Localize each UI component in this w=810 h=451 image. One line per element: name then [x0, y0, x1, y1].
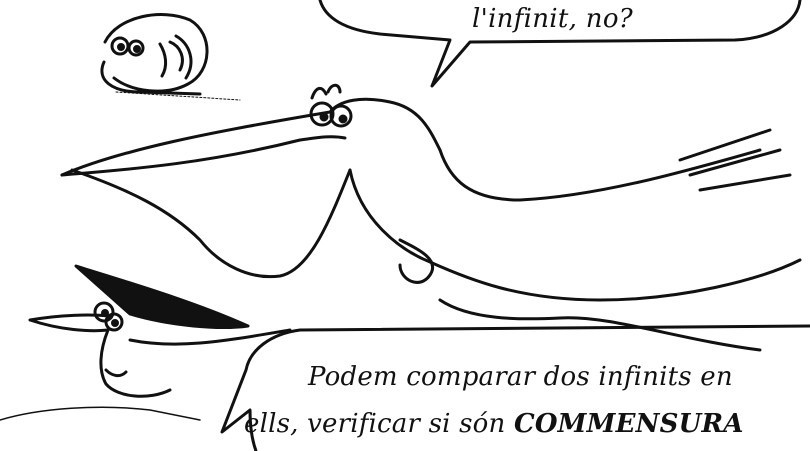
speech-bubble-bottom [220, 324, 810, 451]
speech-bubble-top [318, 0, 802, 88]
speech-text-top: l'infinit, no? [472, 4, 634, 34]
speech-text-bottom-line2: ells, verificar si són COMMENSURA [244, 409, 744, 439]
speech-text-bottom-line2-prefix: ells, verificar si són [244, 409, 514, 439]
speech-text-bottom-line1: Podem comparar dos infinits en [308, 362, 733, 392]
bird-big [60, 83, 802, 352]
bird-small [0, 264, 292, 421]
snail [100, 13, 241, 101]
speech-text-bottom-line2-bold: COMMENSURA [513, 409, 744, 439]
